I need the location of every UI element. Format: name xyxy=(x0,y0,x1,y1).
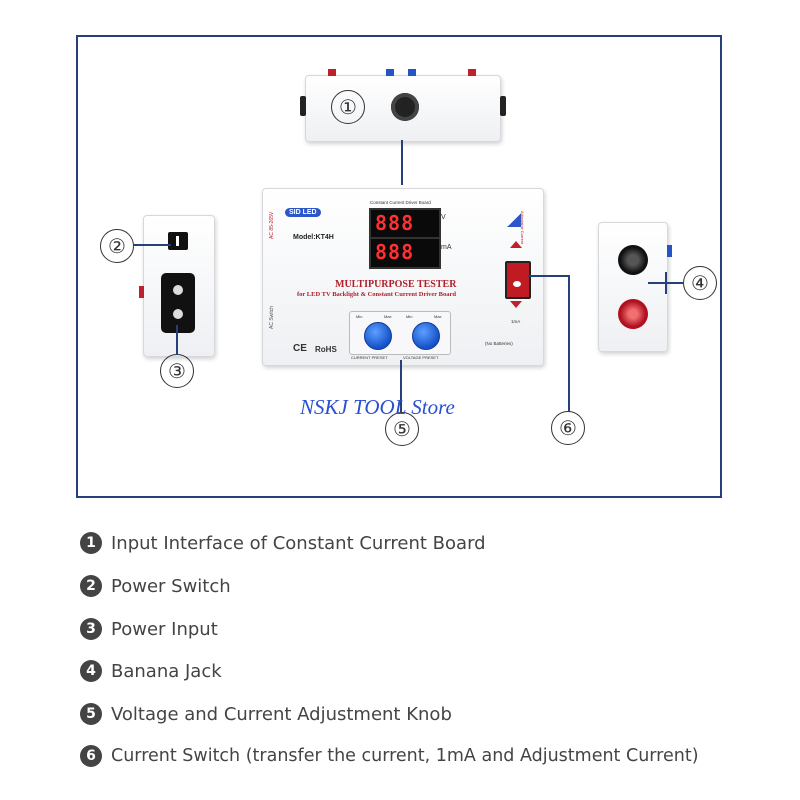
device-title: MULTIPURPOSE TESTER xyxy=(335,279,457,290)
current-display: 888 xyxy=(369,237,441,269)
top-blue-pin-icon xyxy=(386,69,394,76)
legend-number: 6 xyxy=(80,745,102,767)
current-preset-label: CURRENT PRESET xyxy=(351,355,388,360)
callout-line-6a xyxy=(528,275,570,277)
down-arrow-icon xyxy=(510,301,522,308)
legend-text: Current Switch (transfer the current, 1m… xyxy=(111,746,699,766)
current-unit: mA xyxy=(441,244,452,251)
display-header: Constant Current Driver Board xyxy=(370,200,431,205)
voltage-display: 888 xyxy=(369,208,441,240)
current-reading: 888 xyxy=(375,240,415,264)
jack-socket-icon xyxy=(391,93,419,121)
legend-item: 5 Voltage and Current Adjustment Knob xyxy=(80,703,452,725)
red-banana-jack-icon xyxy=(618,299,648,329)
legend-number: 4 xyxy=(80,660,102,682)
no-batteries-label: (No Batteries) xyxy=(485,341,513,346)
brand-badge: SID LED xyxy=(285,208,321,217)
banana-jack-panel xyxy=(598,222,672,352)
power-socket-icon xyxy=(161,273,195,333)
power-switch-icon xyxy=(168,232,188,250)
callout-6: ⑥ xyxy=(551,411,585,445)
ce-mark: CE xyxy=(293,343,307,354)
knob-min-label: Min xyxy=(356,314,363,319)
up-arrow-icon xyxy=(510,241,522,248)
callout-line-5 xyxy=(400,360,402,412)
callout-1: ① xyxy=(331,90,365,124)
side-blue-pin-icon xyxy=(667,245,672,257)
adjustable-current-label: Adjustable Current xyxy=(520,211,525,245)
current-knob[interactable] xyxy=(364,322,392,350)
legend-item: 3 Power Input xyxy=(80,618,218,640)
legend-text: Power Input xyxy=(111,618,218,640)
legend-text: Voltage and Current Adjustment Knob xyxy=(111,703,452,725)
top-red-pin-icon xyxy=(328,69,336,76)
voltage-knob[interactable] xyxy=(412,322,440,350)
voltage-unit: V xyxy=(441,214,446,221)
voltage-reading: 888 xyxy=(375,211,415,235)
knob-max-label: Max xyxy=(434,314,442,319)
rohs-mark: RoHS xyxy=(315,345,337,354)
callout-3: ③ xyxy=(160,354,194,388)
legend-number: 3 xyxy=(80,618,102,640)
legend-item: 6 Current Switch (transfer the current, … xyxy=(80,745,699,767)
model-label: Model:KT4H xyxy=(293,234,334,241)
legend-number: 2 xyxy=(80,575,102,597)
tester-device: SID LED Model:KT4H Constant Current Driv… xyxy=(262,188,544,366)
current-rocker-switch[interactable] xyxy=(505,261,531,299)
legend-item: 2 Power Switch xyxy=(80,575,231,597)
one-ma-label: 1mA xyxy=(511,319,521,324)
legend-item: 1 Input Interface of Constant Current Bo… xyxy=(80,532,486,554)
power-panel xyxy=(139,215,215,357)
knob-max-label: Max xyxy=(384,314,392,319)
legend-number: 1 xyxy=(80,532,102,554)
voltage-preset-label: VOLTAGE PRESET xyxy=(403,355,439,360)
legend-number: 5 xyxy=(80,703,102,725)
callout-line-2 xyxy=(133,244,171,246)
callout-line-4b xyxy=(665,272,667,294)
side-red-pin-icon xyxy=(139,286,144,298)
callout-2: ② xyxy=(100,229,134,263)
legend-text: Input Interface of Constant Current Boar… xyxy=(111,532,486,554)
device-subtitle: for LED TV Backlight & Constant Current … xyxy=(297,291,457,298)
callout-line-6b xyxy=(568,275,570,412)
top-red-pin-icon xyxy=(468,69,476,76)
top-blue-pin-icon xyxy=(408,69,416,76)
signal-bars-icon xyxy=(507,213,521,227)
ac-voltage-label: AC 85-265V xyxy=(269,211,275,239)
knob-panel: Min Max Min Max xyxy=(349,311,451,355)
legend-text: Banana Jack xyxy=(111,660,222,682)
side-jack-icon xyxy=(300,96,306,116)
ac-switch-label: AC Switch xyxy=(269,305,275,329)
legend-text: Power Switch xyxy=(111,575,231,597)
callout-4: ④ xyxy=(683,266,717,300)
store-watermark: NSKJ TOOL Store xyxy=(300,395,455,419)
knob-min-label: Min xyxy=(406,314,413,319)
callout-line-1 xyxy=(401,140,403,185)
side-jack-icon xyxy=(500,96,506,116)
legend-item: 4 Banana Jack xyxy=(80,660,222,682)
black-banana-jack-icon xyxy=(618,245,648,275)
diagram-frame xyxy=(76,35,722,498)
callout-5: ⑤ xyxy=(385,412,419,446)
callout-line-3 xyxy=(176,325,178,355)
